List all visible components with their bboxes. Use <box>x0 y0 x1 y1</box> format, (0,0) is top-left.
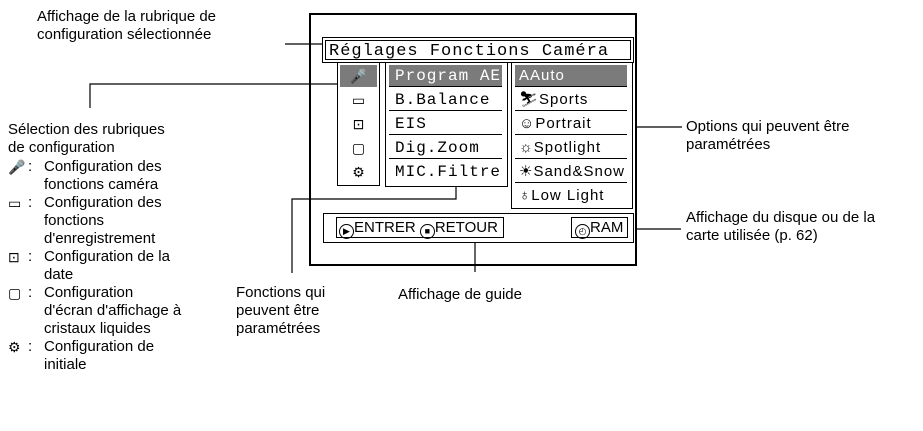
callout-line: Options qui peuvent être <box>686 118 850 135</box>
option-item[interactable]: ⛷Sports <box>515 89 627 111</box>
media-indicator: ◴RAM <box>571 217 628 239</box>
option-item[interactable]: ☼Spotlight <box>515 137 627 159</box>
lcd-setup-icon: ▢ <box>8 285 22 301</box>
option-icon: A <box>519 67 531 84</box>
callout-line: peuvent être <box>236 302 320 319</box>
option-icon: ♁ <box>519 187 532 204</box>
callout-line: Fonctions qui <box>236 284 326 301</box>
callout-line: paramétrées <box>686 136 771 153</box>
option-label: Portrait <box>535 115 592 132</box>
function-column: Program AE B.Balance EIS Dig.Zoom MIC.Fi… <box>385 62 508 187</box>
category-column: 🎤 ▭ ⊡ ▢ ⚙ <box>337 62 380 186</box>
guide-return-label[interactable]: RETOUR <box>434 219 498 236</box>
lcd-screen <box>309 13 637 266</box>
option-icon: ☼ <box>519 139 534 156</box>
option-label: Low Light <box>531 187 605 204</box>
option-item[interactable]: ☺Portrait <box>515 113 627 135</box>
option-icon: ⛷ <box>519 91 540 108</box>
option-label: Sports <box>539 91 589 108</box>
option-icon: ☀ <box>519 163 534 180</box>
play-icon: ▶ <box>339 224 354 239</box>
guide-bar: ▶ENTRER ■RETOUR ◴RAM <box>323 213 634 243</box>
callout-line: Affichage du disque ou de la <box>686 209 876 226</box>
callout-line: carte utilisée (p. 62) <box>686 227 818 244</box>
disc-icon: ◴ <box>575 224 590 239</box>
option-item[interactable]: ♁Low Light <box>515 185 627 207</box>
record-function-icon: ▭ <box>8 195 22 211</box>
option-icon: ☺ <box>519 115 536 132</box>
camera-function-icon: 🎤 <box>8 159 26 175</box>
lcd-setup-icon[interactable]: ▢ <box>351 139 366 156</box>
date-setup-icon[interactable]: ⊡ <box>352 115 365 132</box>
record-function-icon[interactable]: ▭ <box>351 91 366 108</box>
guide-enter-label[interactable]: ENTRER <box>354 219 416 236</box>
callout-line: paramétrées <box>236 320 321 337</box>
option-column: AAuto ⛷Sports ☺Portrait ☼Spotlight ☀Sand… <box>511 62 633 209</box>
callout-disc-card: Affichage du disque ou de la carte utili… <box>686 209 875 245</box>
callout-line: configuration sélectionnée <box>37 26 212 43</box>
option-item[interactable]: ☀Sand&Snow <box>515 161 627 183</box>
option-label: Spotlight <box>533 139 602 156</box>
option-item[interactable]: AAuto <box>515 65 627 87</box>
option-label: Auto <box>530 67 565 84</box>
function-item[interactable]: Program AE <box>389 65 502 87</box>
media-label: RAM <box>590 219 624 236</box>
callout-selected-item: Affichage de la rubrique de configuratio… <box>37 8 216 44</box>
function-item[interactable]: MIC.Filtre <box>395 163 502 181</box>
guide-inner: ▶ENTRER ■RETOUR <box>336 217 504 239</box>
callout-item-selection: Sélection des rubriques de configuration <box>8 121 165 157</box>
callout-line: Sélection des rubriques <box>8 121 165 138</box>
menu-title: Réglages Fonctions Caméra <box>322 37 634 63</box>
function-item[interactable]: Dig.Zoom <box>389 137 502 159</box>
option-label: Sand&Snow <box>533 163 626 180</box>
callout-line: Affichage de la rubrique de <box>37 8 217 25</box>
callout-line: de configuration <box>8 139 115 156</box>
initial-setup-icon[interactable]: ⚙ <box>352 163 365 180</box>
initial-setup-icon: ⚙ <box>8 339 21 355</box>
function-item[interactable]: EIS <box>389 113 502 135</box>
date-setup-icon: ⊡ <box>8 249 20 265</box>
callout-guide: Affichage de guide <box>398 286 522 303</box>
callout-functions: Fonctions qui peuvent être paramétrées <box>236 284 325 338</box>
stop-icon: ■ <box>419 224 435 239</box>
camera-function-icon[interactable]: 🎤 <box>340 65 377 87</box>
function-item[interactable]: B.Balance <box>389 89 502 111</box>
callout-options: Options qui peuvent être paramétrées <box>686 118 849 154</box>
menu-title-text: Réglages Fonctions Caméra <box>329 42 610 61</box>
